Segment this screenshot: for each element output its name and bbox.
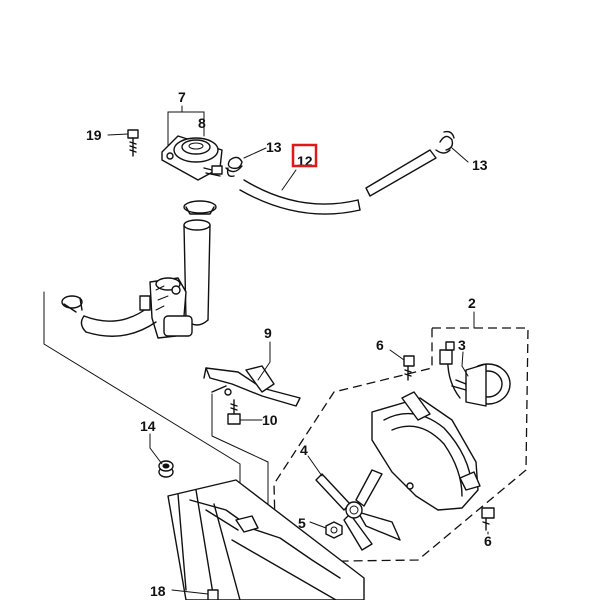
callout-7[interactable]: 7 bbox=[178, 89, 186, 105]
bolt-6-upper[interactable] bbox=[403, 355, 415, 381]
callout-13-left[interactable]: 13 bbox=[266, 139, 282, 155]
fan-shroud[interactable] bbox=[371, 391, 481, 511]
fan-bracket-9[interactable] bbox=[203, 365, 301, 407]
bolt-19[interactable] bbox=[127, 129, 139, 157]
leader-radiator-left bbox=[43, 291, 241, 501]
upper-radiator-hose[interactable] bbox=[183, 200, 217, 326]
callout-19[interactable]: 19 bbox=[86, 127, 102, 143]
callout-12-highlight bbox=[291, 143, 318, 168]
grommet-14[interactable] bbox=[158, 460, 174, 478]
bolt-6-lower[interactable] bbox=[481, 507, 495, 531]
callout-8[interactable]: 8 bbox=[198, 115, 206, 131]
hose-clamp-13-left[interactable] bbox=[225, 156, 243, 178]
nut-5[interactable] bbox=[325, 521, 343, 539]
thermostat-housing[interactable] bbox=[149, 277, 193, 339]
callout-13-right[interactable]: 13 bbox=[472, 157, 488, 173]
hose-clamp-13-right[interactable] bbox=[435, 130, 455, 154]
callout-2[interactable]: 2 bbox=[468, 295, 476, 311]
fan-motor-3[interactable] bbox=[439, 341, 511, 407]
lower-radiator-hose[interactable] bbox=[61, 295, 157, 337]
breather-hose-12[interactable] bbox=[239, 149, 437, 215]
callout-3[interactable]: 3 bbox=[458, 337, 466, 353]
callout-18[interactable]: 18 bbox=[150, 583, 166, 599]
callout-5[interactable]: 5 bbox=[298, 515, 306, 531]
callout-6-lower[interactable]: 6 bbox=[484, 533, 492, 549]
filler-cap-assembly[interactable] bbox=[161, 135, 223, 181]
leader-lines bbox=[107, 105, 489, 595]
radiator-core[interactable] bbox=[167, 479, 365, 600]
bolt-18[interactable] bbox=[207, 589, 219, 600]
bolt-10[interactable] bbox=[227, 399, 241, 425]
callout-4[interactable]: 4 bbox=[300, 442, 308, 458]
leader-radiator-mid bbox=[211, 393, 269, 521]
callout-14[interactable]: 14 bbox=[140, 418, 156, 434]
fan-blade-4[interactable] bbox=[315, 469, 401, 551]
callout-9[interactable]: 9 bbox=[264, 325, 272, 341]
callout-10[interactable]: 10 bbox=[262, 412, 278, 428]
callout-6-upper[interactable]: 6 bbox=[376, 337, 384, 353]
